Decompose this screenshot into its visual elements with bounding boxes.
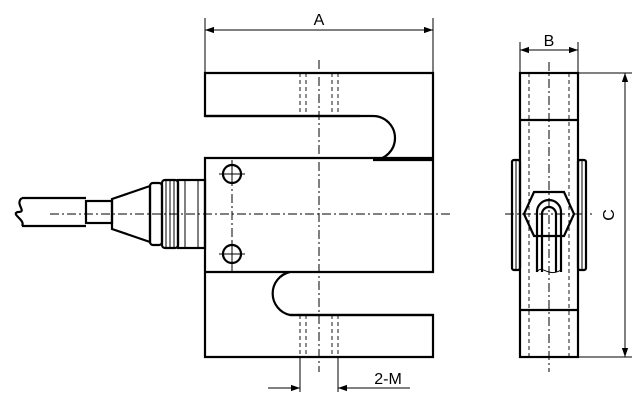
dimension-c: C [579,72,632,358]
dimension-2m: 2-M [268,357,410,392]
connector-nut [176,178,207,250]
cable [22,196,86,228]
front-view [50,60,450,372]
side-cable-break [536,268,562,274]
dimension-b: B [519,33,579,72]
dim-a-label: A [314,12,325,29]
cable-break [14,197,24,227]
side-view [505,62,592,372]
dimension-a: A [204,12,434,72]
strain-relief [84,199,114,225]
cable-connector [14,178,207,250]
dim-b-label: B [544,33,555,50]
dim-c-label: C [601,209,618,221]
top-thread-hidden-lines [299,73,339,116]
bottom-thread-hidden-lines [299,315,339,357]
dim-2m-label: 2-M [374,371,402,388]
